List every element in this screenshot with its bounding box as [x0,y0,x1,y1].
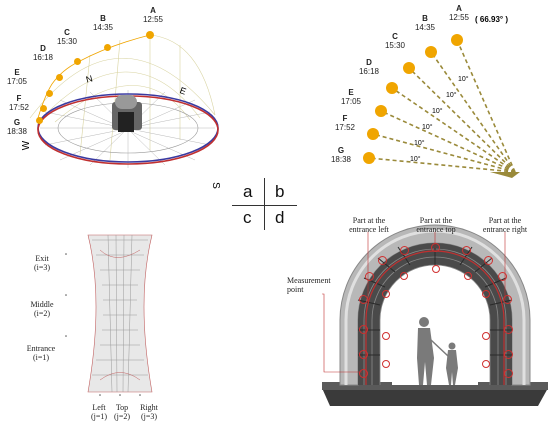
sun-dot-c [74,58,81,65]
measure-point [504,369,513,378]
legend-d: d [275,208,285,227]
measure-point [498,272,507,281]
measure-point [482,290,490,298]
measure-point [504,350,513,359]
col-label-left: Left(j=1) [90,403,108,421]
row-label-exit: Exit(i=3) [33,254,51,272]
measure-point [400,272,408,280]
measure-point [382,290,390,298]
angle-label: 10° [414,140,425,147]
sun-dot-b [104,44,111,51]
measure-point [504,325,513,334]
measure-point [382,360,390,368]
measure-point [464,272,472,280]
measure-point [484,256,493,265]
legend-vline [264,178,265,230]
measure-point [482,360,490,368]
sun-dot-f [40,105,47,112]
row-label-middle: Middle(i=2) [30,300,54,318]
angle-label: 10° [432,108,443,115]
measure-point [359,325,368,334]
measure-point [503,295,512,304]
angle-label: 10° [422,124,433,131]
b-elevation: ( 66.93° ) [475,15,508,24]
measure-point [378,256,387,265]
angle-label: 10° [458,76,469,83]
measure-point [365,272,374,281]
col-label-right: Right(j=3) [140,403,158,421]
measure-point [462,246,471,255]
measure-point [431,243,440,252]
legend-a: a [243,182,253,201]
measure-point [432,265,440,273]
legend-b: b [275,182,285,201]
measure-point [359,369,368,378]
sun-dot-e [46,90,53,97]
sun-dot-d [56,74,63,81]
legend-c: c [243,208,252,227]
sun-dot-a [146,31,154,39]
angle-label: 10° [410,156,421,163]
measure-point [359,350,368,359]
measure-point [382,332,390,340]
col-label-top: Top(j=2) [113,403,131,421]
sun-dot-g [36,117,43,124]
measure-point [400,246,409,255]
row-label-entrance: Entrance(i=1) [26,344,56,362]
measure-point [482,332,490,340]
angle-label: 10° [446,92,457,99]
measure-point [359,295,368,304]
